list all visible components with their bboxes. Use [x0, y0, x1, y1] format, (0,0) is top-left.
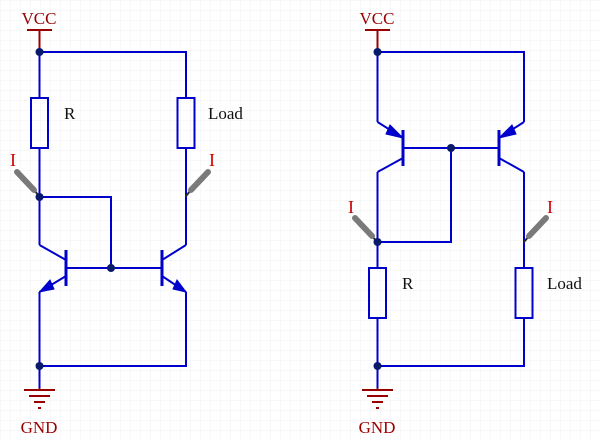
- vcc-label: VCC: [22, 9, 57, 28]
- ground-icon: [362, 388, 393, 409]
- junction-dot: [35, 193, 44, 201]
- junction-dot: [373, 48, 382, 56]
- current-probe-icon: [185, 169, 211, 197]
- resistor-load: [514, 267, 534, 319]
- vcc-bar-icon: [27, 29, 52, 48]
- junction-dot: [35, 362, 44, 370]
- resistor-load-label: Load: [547, 274, 582, 293]
- resistor-r: [368, 267, 387, 319]
- vcc-label: VCC: [360, 9, 395, 28]
- resistor-r-label: R: [402, 274, 414, 293]
- gnd-label: GND: [359, 418, 396, 437]
- junction-dot: [447, 144, 455, 152]
- junction-dot: [35, 48, 44, 56]
- ground-icon: [24, 388, 55, 409]
- resistor-load-label: Load: [208, 104, 243, 123]
- resistor-load: [176, 97, 196, 149]
- pnp-transistor-icon: [376, 121, 405, 173]
- npn-transistor-icon: [160, 244, 188, 293]
- wires: [376, 48, 525, 388]
- gnd-label: GND: [21, 418, 58, 437]
- vcc-bar-icon: [365, 29, 390, 48]
- current-label-i: I: [209, 150, 215, 170]
- pnp-current-mirror: VCC R Load: [348, 9, 582, 437]
- resistor-r-label: R: [64, 104, 76, 123]
- junction-dot: [373, 238, 382, 246]
- pnp-transistor-icon: [497, 121, 525, 173]
- current-label-i: I: [10, 150, 16, 170]
- npn-transistor-icon: [38, 244, 68, 293]
- junction-dot: [373, 362, 382, 370]
- npn-current-mirror: VCC R Load: [10, 9, 243, 437]
- current-label-i: I: [348, 197, 354, 217]
- current-probe-icon: [523, 215, 549, 243]
- resistor-r: [30, 97, 49, 149]
- junction-dot: [107, 264, 115, 272]
- current-label-i: I: [547, 197, 553, 217]
